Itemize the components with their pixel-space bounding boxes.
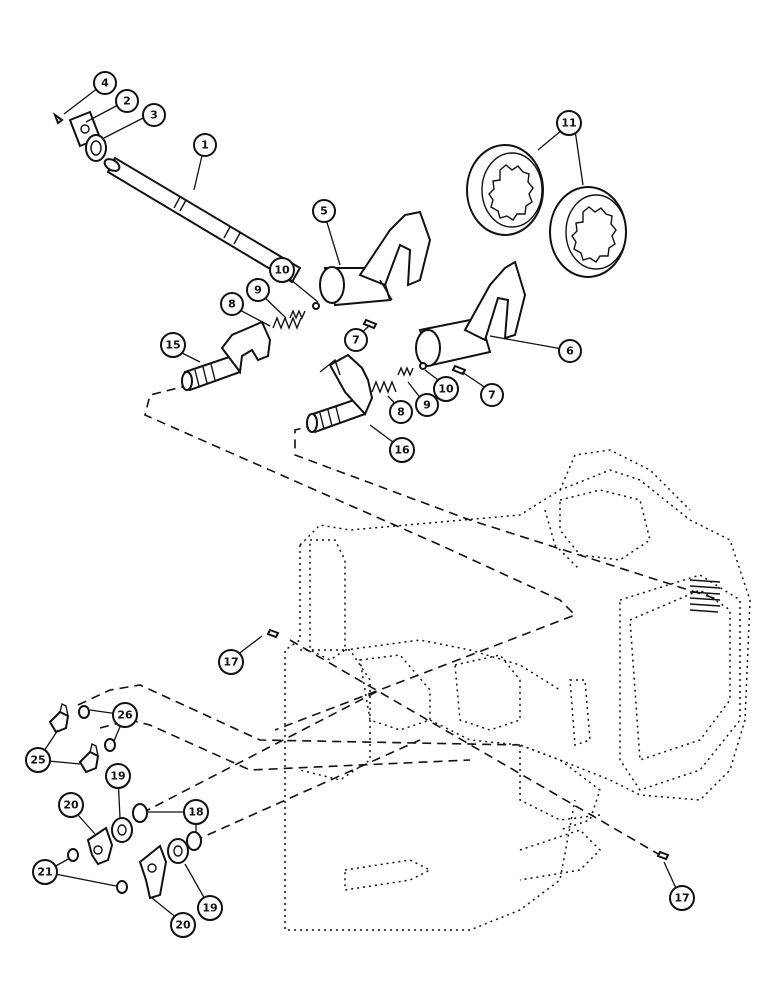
- callout-number: 25: [30, 754, 45, 767]
- callout-20-upper: 20: [58, 792, 84, 818]
- callout-number: 6: [566, 345, 574, 358]
- callout-21: 21: [32, 859, 58, 885]
- detent-parts: [272, 302, 467, 394]
- callout-number: 26: [117, 709, 133, 722]
- shift-rail: [103, 156, 302, 284]
- callout-8-lower: 8: [389, 400, 413, 424]
- callout-number: 7: [352, 334, 360, 347]
- callout-number: 9: [254, 284, 262, 297]
- callout-number: 17: [674, 892, 689, 905]
- callout-number: 9: [423, 399, 431, 412]
- callout-number: 4: [101, 77, 109, 90]
- callout-number: 8: [228, 298, 236, 311]
- callout-number: 3: [150, 109, 158, 122]
- shift-lever-shaft-lower: [306, 353, 374, 434]
- callout-26: 26: [112, 702, 138, 728]
- callout-number: 18: [188, 806, 203, 819]
- callout-3: 3: [142, 103, 166, 127]
- callouts: 4 2 3 1 11 5 10 9 8 7 15 6 10 7 9 8 16 1…: [25, 71, 695, 938]
- callout-4: 4: [93, 71, 117, 95]
- callout-number: 10: [438, 383, 454, 396]
- callout-number: 20: [63, 799, 79, 812]
- callout-20-lower: 20: [170, 912, 196, 938]
- callout-6: 6: [558, 339, 582, 363]
- cover-plate-assembly: [52, 110, 107, 162]
- callout-number: 15: [165, 339, 180, 352]
- callout-number: 21: [37, 866, 52, 879]
- shift-fork-upper: [319, 210, 432, 307]
- callout-number: 19: [110, 770, 125, 783]
- callout-5: 5: [312, 199, 336, 223]
- callout-8-upper: 8: [220, 292, 244, 316]
- callout-7-lower: 7: [480, 383, 504, 407]
- callout-17-upper: 17: [218, 649, 244, 675]
- callout-number: 16: [394, 444, 410, 457]
- callout-number: 8: [397, 406, 405, 419]
- synchronizer-sleeves: [466, 144, 627, 278]
- callout-7-upper: 7: [344, 328, 368, 352]
- callout-number: 11: [561, 117, 576, 130]
- callout-25: 25: [25, 747, 51, 773]
- shift-fork-lower: [415, 260, 527, 367]
- callout-10-upper: 10: [269, 257, 295, 283]
- transmission-housing: [284, 449, 751, 931]
- external-lever-parts: [48, 628, 670, 900]
- callout-19-upper: 19: [105, 763, 131, 789]
- callout-number: 2: [123, 95, 131, 108]
- callout-18: 18: [183, 799, 209, 825]
- callout-number: 1: [201, 139, 209, 152]
- callout-15: 15: [160, 332, 186, 358]
- callout-9-upper: 9: [246, 278, 270, 302]
- callout-19-lower: 19: [197, 895, 223, 921]
- callout-number: 17: [223, 656, 238, 669]
- callout-number: 20: [175, 919, 191, 932]
- callout-1: 1: [193, 133, 217, 157]
- callout-number: 7: [488, 389, 496, 402]
- callout-16: 16: [389, 437, 415, 463]
- callout-number: 19: [202, 902, 217, 915]
- callout-number: 10: [274, 264, 290, 277]
- callout-number: 5: [320, 205, 328, 218]
- callout-2: 2: [115, 89, 139, 113]
- callout-10-lower: 10: [433, 376, 459, 402]
- callout-9-lower: 9: [415, 393, 439, 417]
- callout-17-lower: 17: [669, 885, 695, 911]
- callout-11: 11: [556, 110, 582, 136]
- shift-lever-shaft-upper: [181, 320, 272, 392]
